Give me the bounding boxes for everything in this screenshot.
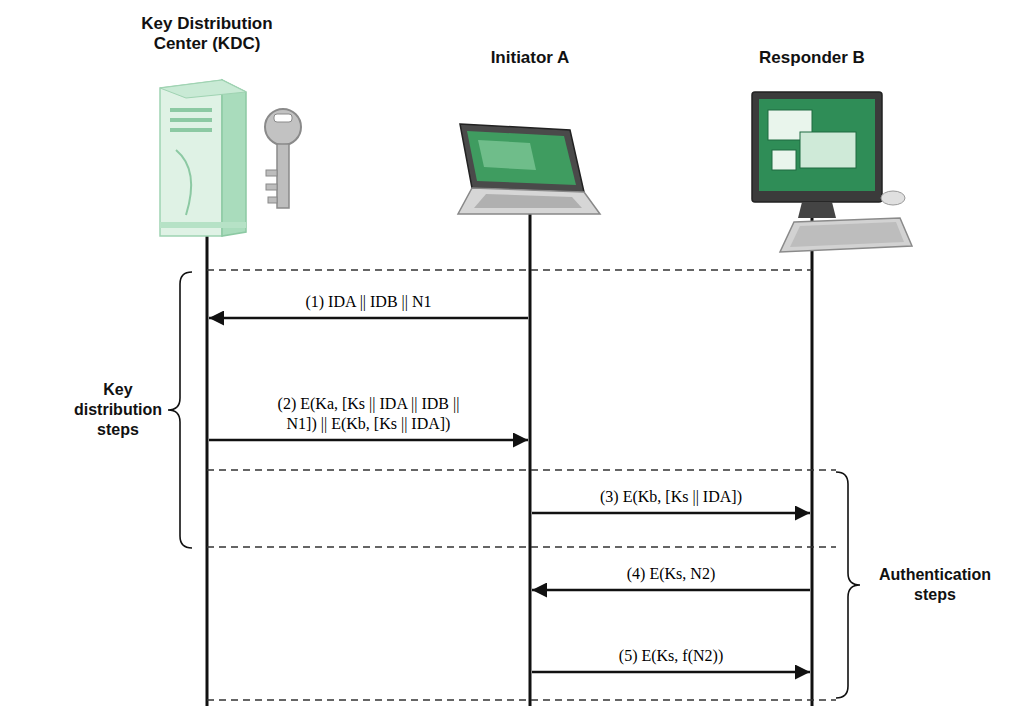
laptop-icon [458, 188, 600, 214]
laptop-icon [458, 124, 600, 214]
laptop-icon [478, 140, 536, 170]
message-label: (2) E(Ka, [Ks || IDA || IDB || N1]) || E… [258, 394, 480, 434]
step-group-label: Authentication steps [860, 565, 1010, 605]
server-icon [170, 118, 212, 122]
lifeline [529, 212, 532, 706]
message-arrow [532, 589, 810, 592]
participant-name: Responder B [727, 48, 897, 68]
message-label: (5) E(Ks, f(N2)) [616, 646, 726, 666]
message-label: (3) E(Kb, [Ks || IDA]) [597, 487, 745, 507]
participant-name: Initiator A [445, 48, 615, 68]
participant-name: Key Distribution Center (KDC) [122, 14, 292, 55]
participant-box: Responder B [727, 48, 897, 68]
laptop-icon [460, 124, 584, 192]
step-separator [207, 269, 812, 271]
key-icon [265, 109, 301, 208]
desktop-icon [798, 202, 836, 218]
server-icon [170, 128, 212, 132]
message-label: (4) E(Ks, N2) [624, 564, 718, 584]
server-icon [160, 80, 222, 236]
desktop-icon [790, 222, 904, 247]
server-icon [160, 80, 246, 236]
key-icon [274, 114, 292, 122]
key-icon [266, 184, 277, 190]
server-icon [222, 80, 246, 236]
server-icon [170, 108, 212, 112]
desktop-icon [752, 92, 912, 252]
brace [168, 272, 860, 698]
message-label: (1) IDA || IDB || N1 [302, 292, 434, 312]
server-icon [160, 80, 246, 98]
step-separator [207, 270, 836, 700]
desktop-icon [780, 218, 912, 252]
server-icon [160, 222, 246, 228]
step-separator [207, 546, 836, 548]
step-separator [207, 469, 836, 471]
key-icon [268, 197, 277, 203]
key-icon [277, 144, 289, 208]
step-separator [207, 699, 836, 701]
message-arrow [532, 671, 810, 674]
brace [836, 472, 860, 698]
participant-box: Key Distribution Center (KDC) [122, 14, 292, 55]
message-arrow [209, 439, 528, 442]
key-icon [265, 109, 301, 145]
laptop-icon [467, 131, 576, 185]
participant-box: Initiator A [445, 48, 615, 68]
key-icon [266, 170, 277, 176]
desktop-icon [759, 99, 875, 191]
desktop-icon [752, 92, 882, 202]
message-arrow [532, 512, 810, 515]
desktop-icon [800, 132, 856, 168]
desktop-icon [772, 150, 796, 170]
laptop-icon [474, 194, 582, 208]
brace [168, 272, 192, 548]
message-arrow [209, 317, 528, 320]
desktop-icon [881, 191, 905, 205]
lifeline [811, 215, 814, 706]
step-group-label: Key distribution steps [68, 380, 168, 440]
lifeline [207, 212, 812, 706]
server-icon [176, 150, 191, 215]
